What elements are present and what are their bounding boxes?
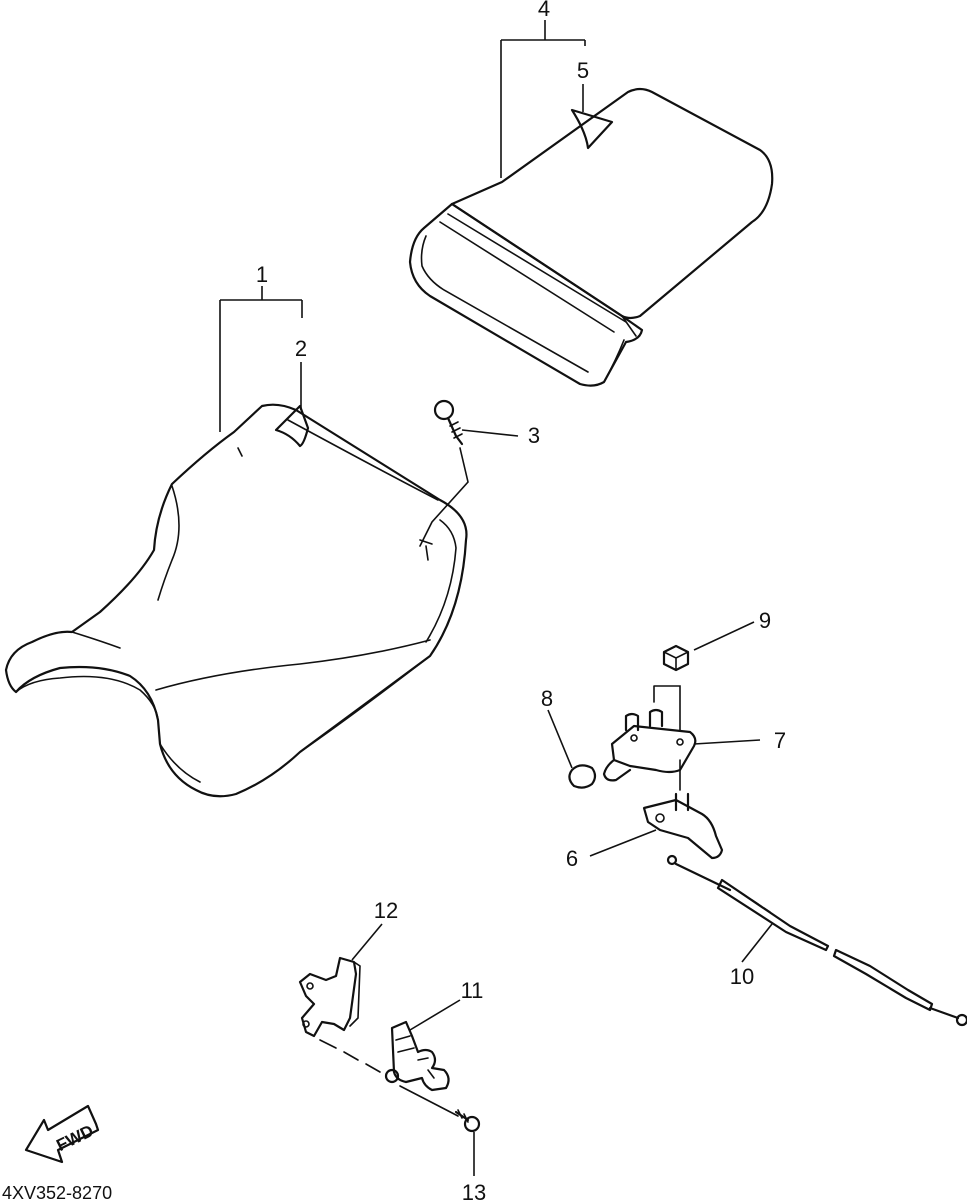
callout-13: 13 [462,1180,486,1203]
callout-5: 5 [577,58,589,83]
nut [662,644,690,672]
callout-9: 9 [759,608,771,633]
drawing-code: 4XV352-8270 [2,1183,112,1203]
fwd-label: FWD [53,1121,96,1155]
nut-leader [653,685,681,791]
callout-11: 11 [461,978,484,1003]
callout-8: 8 [541,686,553,711]
fwd-arrow-icon: FWD [24,1104,100,1164]
callout-10: 10 [730,964,754,989]
front-seat [4,403,468,798]
bracket-lower [642,792,724,860]
callout-leaders [219,20,773,1176]
seat-lock-cable [666,854,967,1027]
callout-1: 1 [256,262,268,287]
rear-seat [408,87,774,387]
callout-6: 6 [566,846,578,871]
seat-bolt [419,399,469,547]
callout-7: 7 [774,728,786,753]
front-seat-tape [274,404,310,448]
callout-3: 3 [528,423,540,448]
key-lock-screw [454,1109,481,1133]
rear-seat-tape [570,108,614,150]
key-lock [384,1020,450,1092]
callout-2: 2 [295,336,307,361]
key-lock-dash-line [319,1039,381,1073]
bracket-upper [602,708,697,782]
damper-cap [568,764,597,789]
callout-4: 4 [538,0,550,21]
key-lock-bracket [298,956,361,1038]
callout-12: 12 [374,898,398,923]
